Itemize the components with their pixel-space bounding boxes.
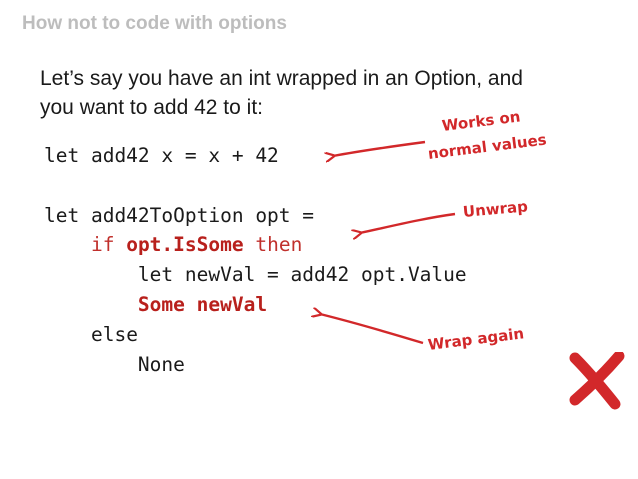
code-condition: opt.IsSome bbox=[126, 233, 244, 257]
code-line-7: else bbox=[44, 320, 467, 350]
arrow-to-add42 bbox=[333, 140, 426, 156]
intro-text: Let’s say you have an int wrapped in an … bbox=[40, 64, 580, 122]
code-keyword-if: if bbox=[90, 233, 115, 257]
code-none: None bbox=[137, 352, 185, 376]
code-line-4: if opt.IsSome then bbox=[44, 230, 467, 260]
slide-title: How not to code with options bbox=[22, 13, 287, 34]
code-some-newval: Some newVal bbox=[137, 292, 268, 316]
code-line-5: let newVal = add42 opt.Value bbox=[44, 260, 467, 290]
code-block: let add42 x = x + 42 let add42ToOption o… bbox=[44, 141, 467, 379]
code-keyword-then: then bbox=[255, 233, 303, 257]
code-line-8: None bbox=[44, 350, 467, 380]
code-line-3: let add42ToOption opt = bbox=[44, 203, 315, 227]
intro-line-1: Let’s say you have an int wrapped in an … bbox=[40, 67, 523, 90]
code-line-1: let add42 x = x + 42 bbox=[44, 144, 279, 167]
arrow-to-issome bbox=[360, 212, 456, 233]
arrow-to-some-newval bbox=[320, 314, 424, 345]
code-line-6: Some newVal bbox=[44, 290, 467, 320]
intro-line-2: you want to add 42 to it: bbox=[40, 96, 263, 119]
code-let-newval: let newVal = add42 opt.Value bbox=[137, 263, 467, 287]
code-else: else bbox=[90, 322, 138, 346]
x-mark-icon bbox=[569, 352, 625, 410]
